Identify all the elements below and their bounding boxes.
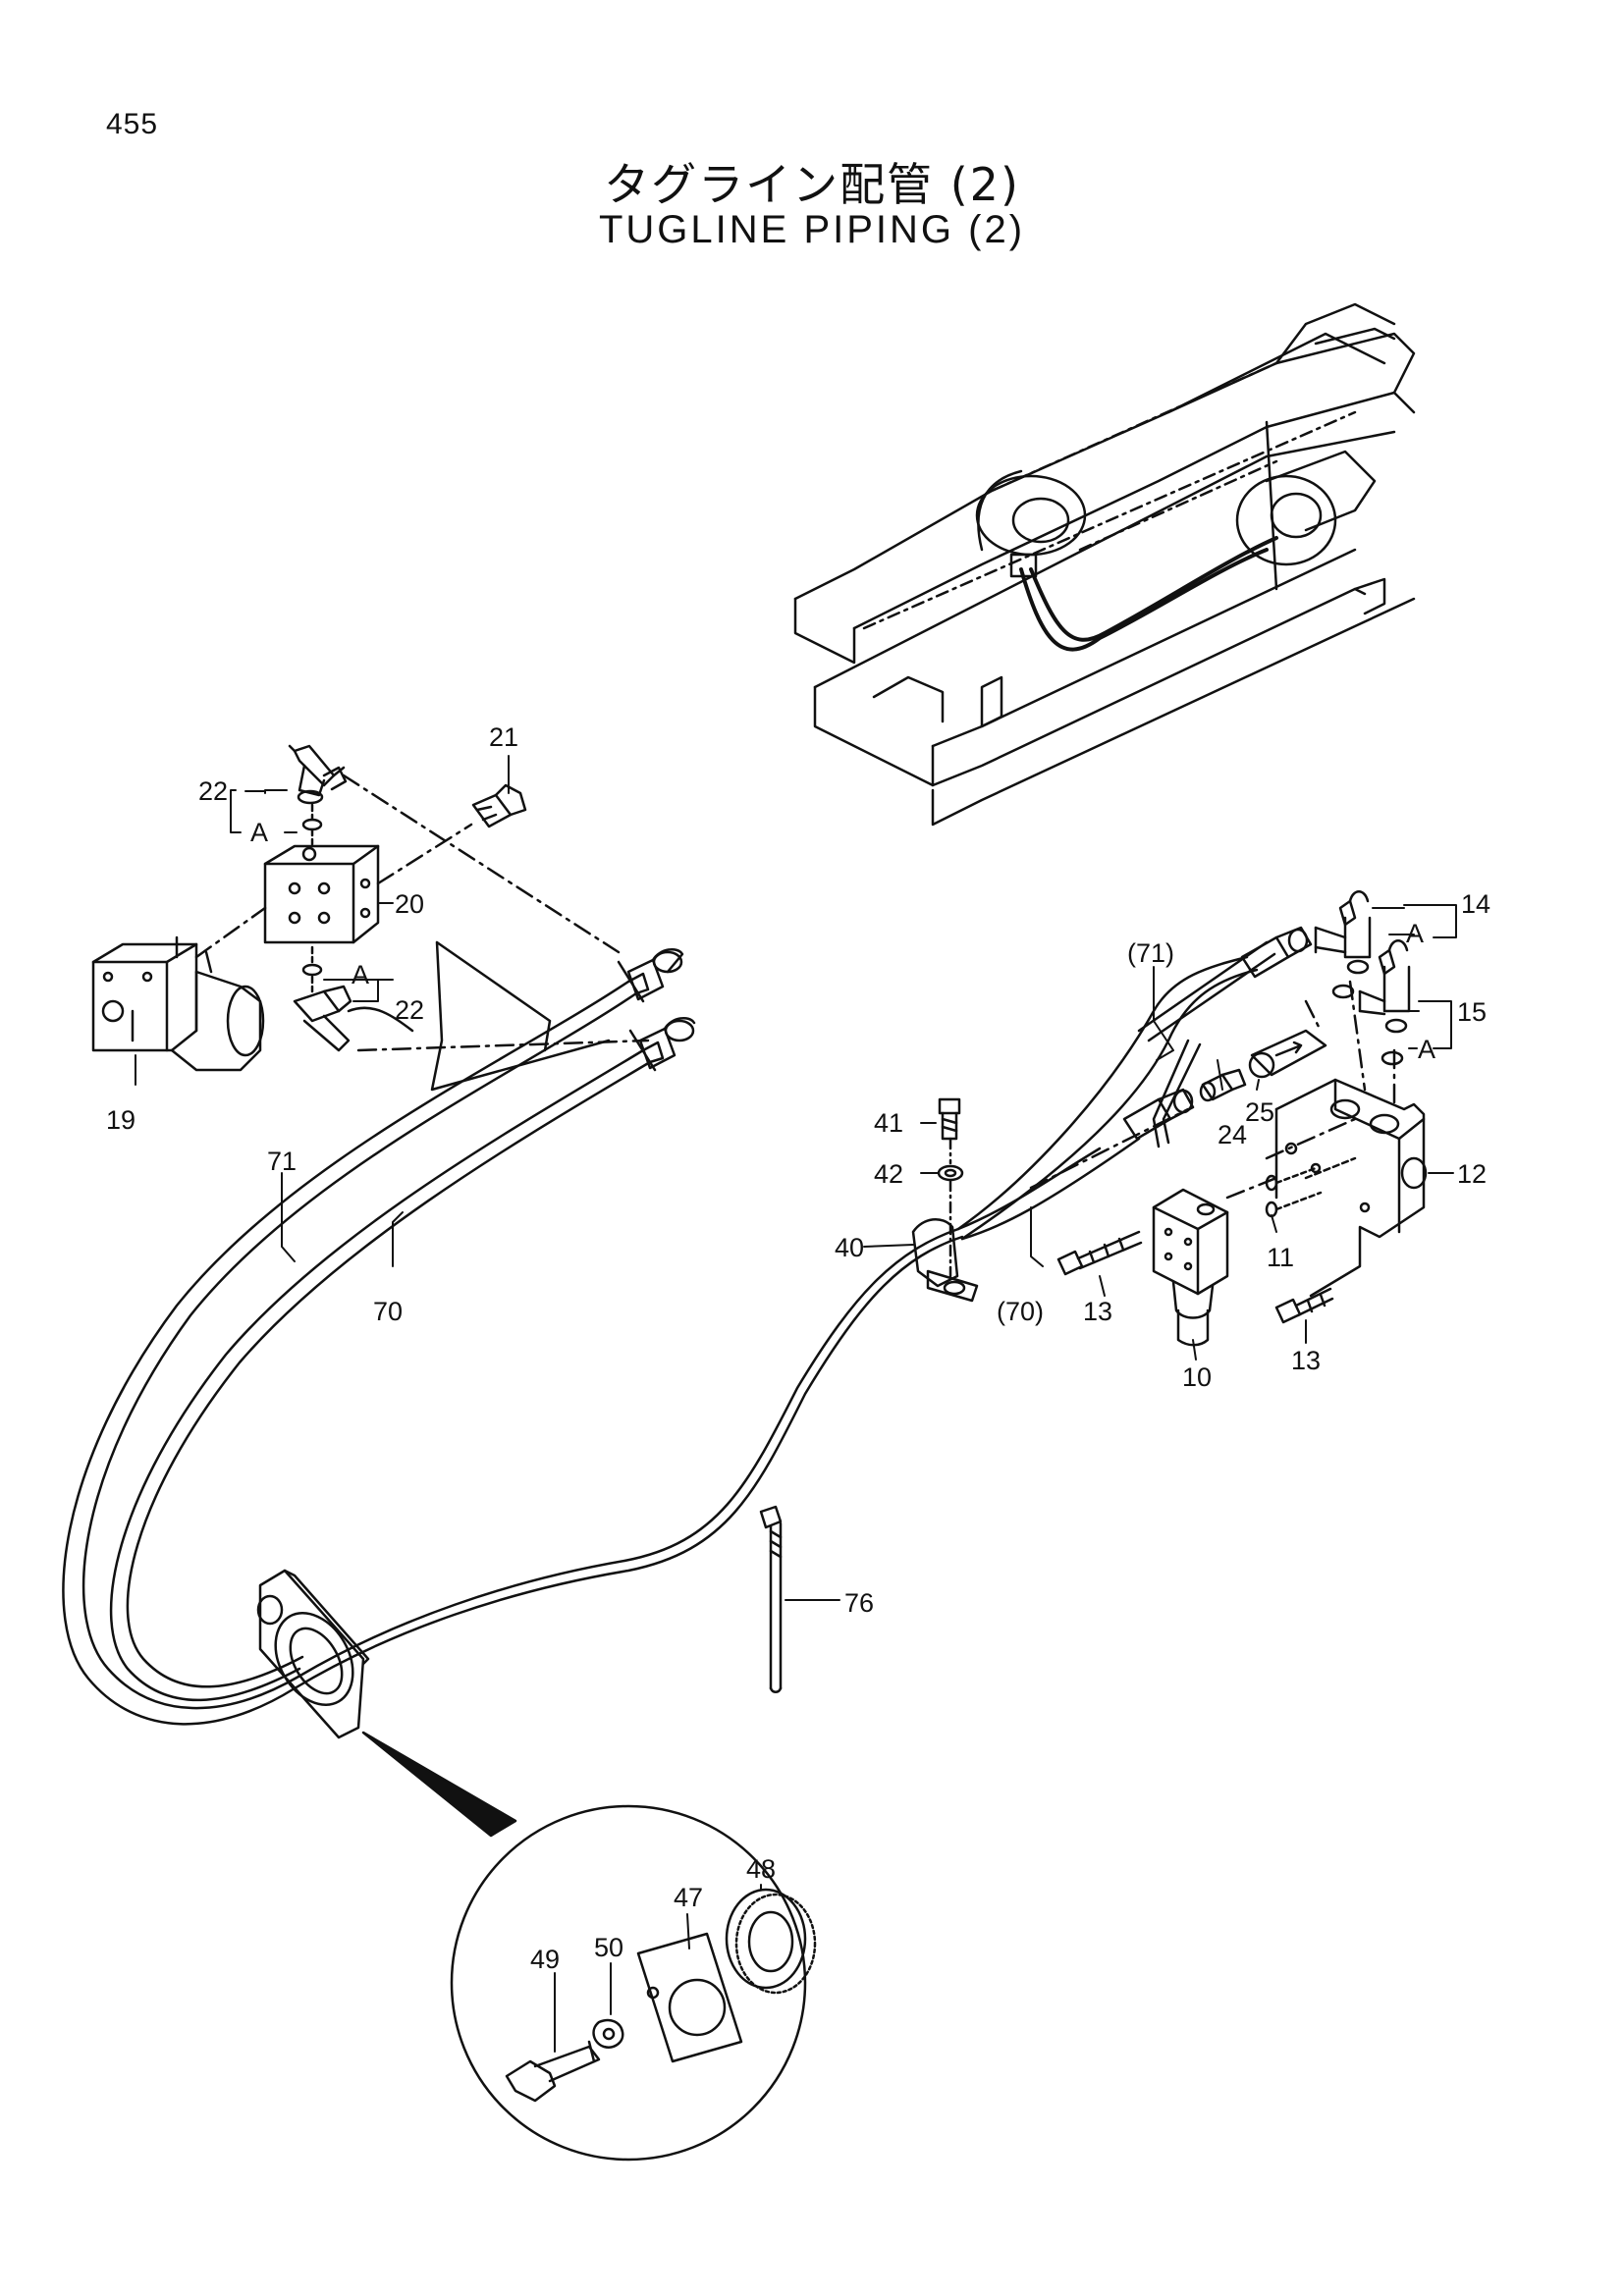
callout-50: 50 xyxy=(594,1933,623,1962)
tee-fitting-22-bottom xyxy=(293,945,414,1052)
detail-callout-pointer xyxy=(361,1731,517,1838)
callout-22-top: 22 xyxy=(198,776,228,806)
callout-19: 19 xyxy=(106,1105,135,1135)
callout-71-reference: (71) xyxy=(1127,938,1174,968)
callout-41: 41 xyxy=(874,1108,903,1138)
callout-20: 20 xyxy=(395,889,424,919)
callout-47: 47 xyxy=(674,1883,703,1912)
callout-14: 14 xyxy=(1461,889,1490,919)
hose-assembly-70-71 xyxy=(62,940,1276,1726)
adapter-21 xyxy=(471,783,527,828)
cable-tie-76 xyxy=(759,1505,783,1693)
valve-block-20 xyxy=(263,844,380,944)
callout-40: 40 xyxy=(835,1233,864,1262)
callout-10: 10 xyxy=(1182,1362,1212,1392)
marker-a-4: A xyxy=(1418,1035,1435,1064)
washer-42 xyxy=(937,1164,964,1182)
callout-15: 15 xyxy=(1457,997,1487,1027)
callout-71: 71 xyxy=(267,1147,297,1176)
callout-13-right: 13 xyxy=(1291,1346,1321,1375)
check-valve-25 xyxy=(1248,1029,1327,1079)
page-title-japanese: タグライン配管 (2) xyxy=(604,158,1020,211)
callout-42: 42 xyxy=(874,1159,903,1189)
callout-70-reference: (70) xyxy=(997,1297,1044,1326)
callout-11: 11 xyxy=(1267,1243,1294,1272)
callout-24: 24 xyxy=(1218,1120,1247,1149)
marker-a-2: A xyxy=(352,960,369,989)
machine-overview-illustration xyxy=(793,302,1416,827)
tee-fitting-22-top xyxy=(288,744,348,846)
bolt-13-right xyxy=(1274,1287,1334,1324)
clamp-40 xyxy=(911,1218,979,1303)
assembly-center-lines xyxy=(194,774,1396,1200)
grommet-plate xyxy=(256,1569,370,1739)
marker-a-1: A xyxy=(250,818,268,847)
marker-a-3: A xyxy=(1406,919,1424,948)
tee-fitting-15 xyxy=(1358,939,1411,1066)
hose-routing-lines xyxy=(430,940,611,1092)
callout-70: 70 xyxy=(373,1297,403,1326)
relief-valve-10 xyxy=(1152,1188,1229,1347)
hose-end-fittings-left xyxy=(617,947,696,1072)
manifold-block-12 xyxy=(1274,1078,1428,1298)
tee-fitting-14 xyxy=(1314,890,1372,999)
page-title-english: TUGLINE PIPING (2) xyxy=(598,208,1026,251)
bolt-41 xyxy=(938,1097,961,1141)
callout-49: 49 xyxy=(530,1945,560,1974)
detail-view-circle xyxy=(450,1804,817,2162)
callout-22-bottom: 22 xyxy=(395,995,424,1025)
callout-21: 21 xyxy=(489,722,518,752)
callout-25: 25 xyxy=(1245,1097,1274,1127)
callout-12: 12 xyxy=(1457,1159,1487,1189)
solenoid-valve-19 xyxy=(91,935,265,1072)
page-number: 455 xyxy=(106,108,159,140)
connector-24 xyxy=(1199,1068,1247,1102)
callout-leader-lines xyxy=(135,755,1457,2053)
o-rings-11 xyxy=(1265,1166,1323,1218)
bolt-13-left xyxy=(1056,1230,1143,1276)
callout-48: 48 xyxy=(746,1854,776,1884)
callout-76: 76 xyxy=(844,1588,874,1618)
callout-13-left: 13 xyxy=(1083,1297,1112,1326)
part-callout-labels: 21 22 A 20 A 22 19 71 70 (71) (70) 14 A … xyxy=(106,722,1490,1974)
